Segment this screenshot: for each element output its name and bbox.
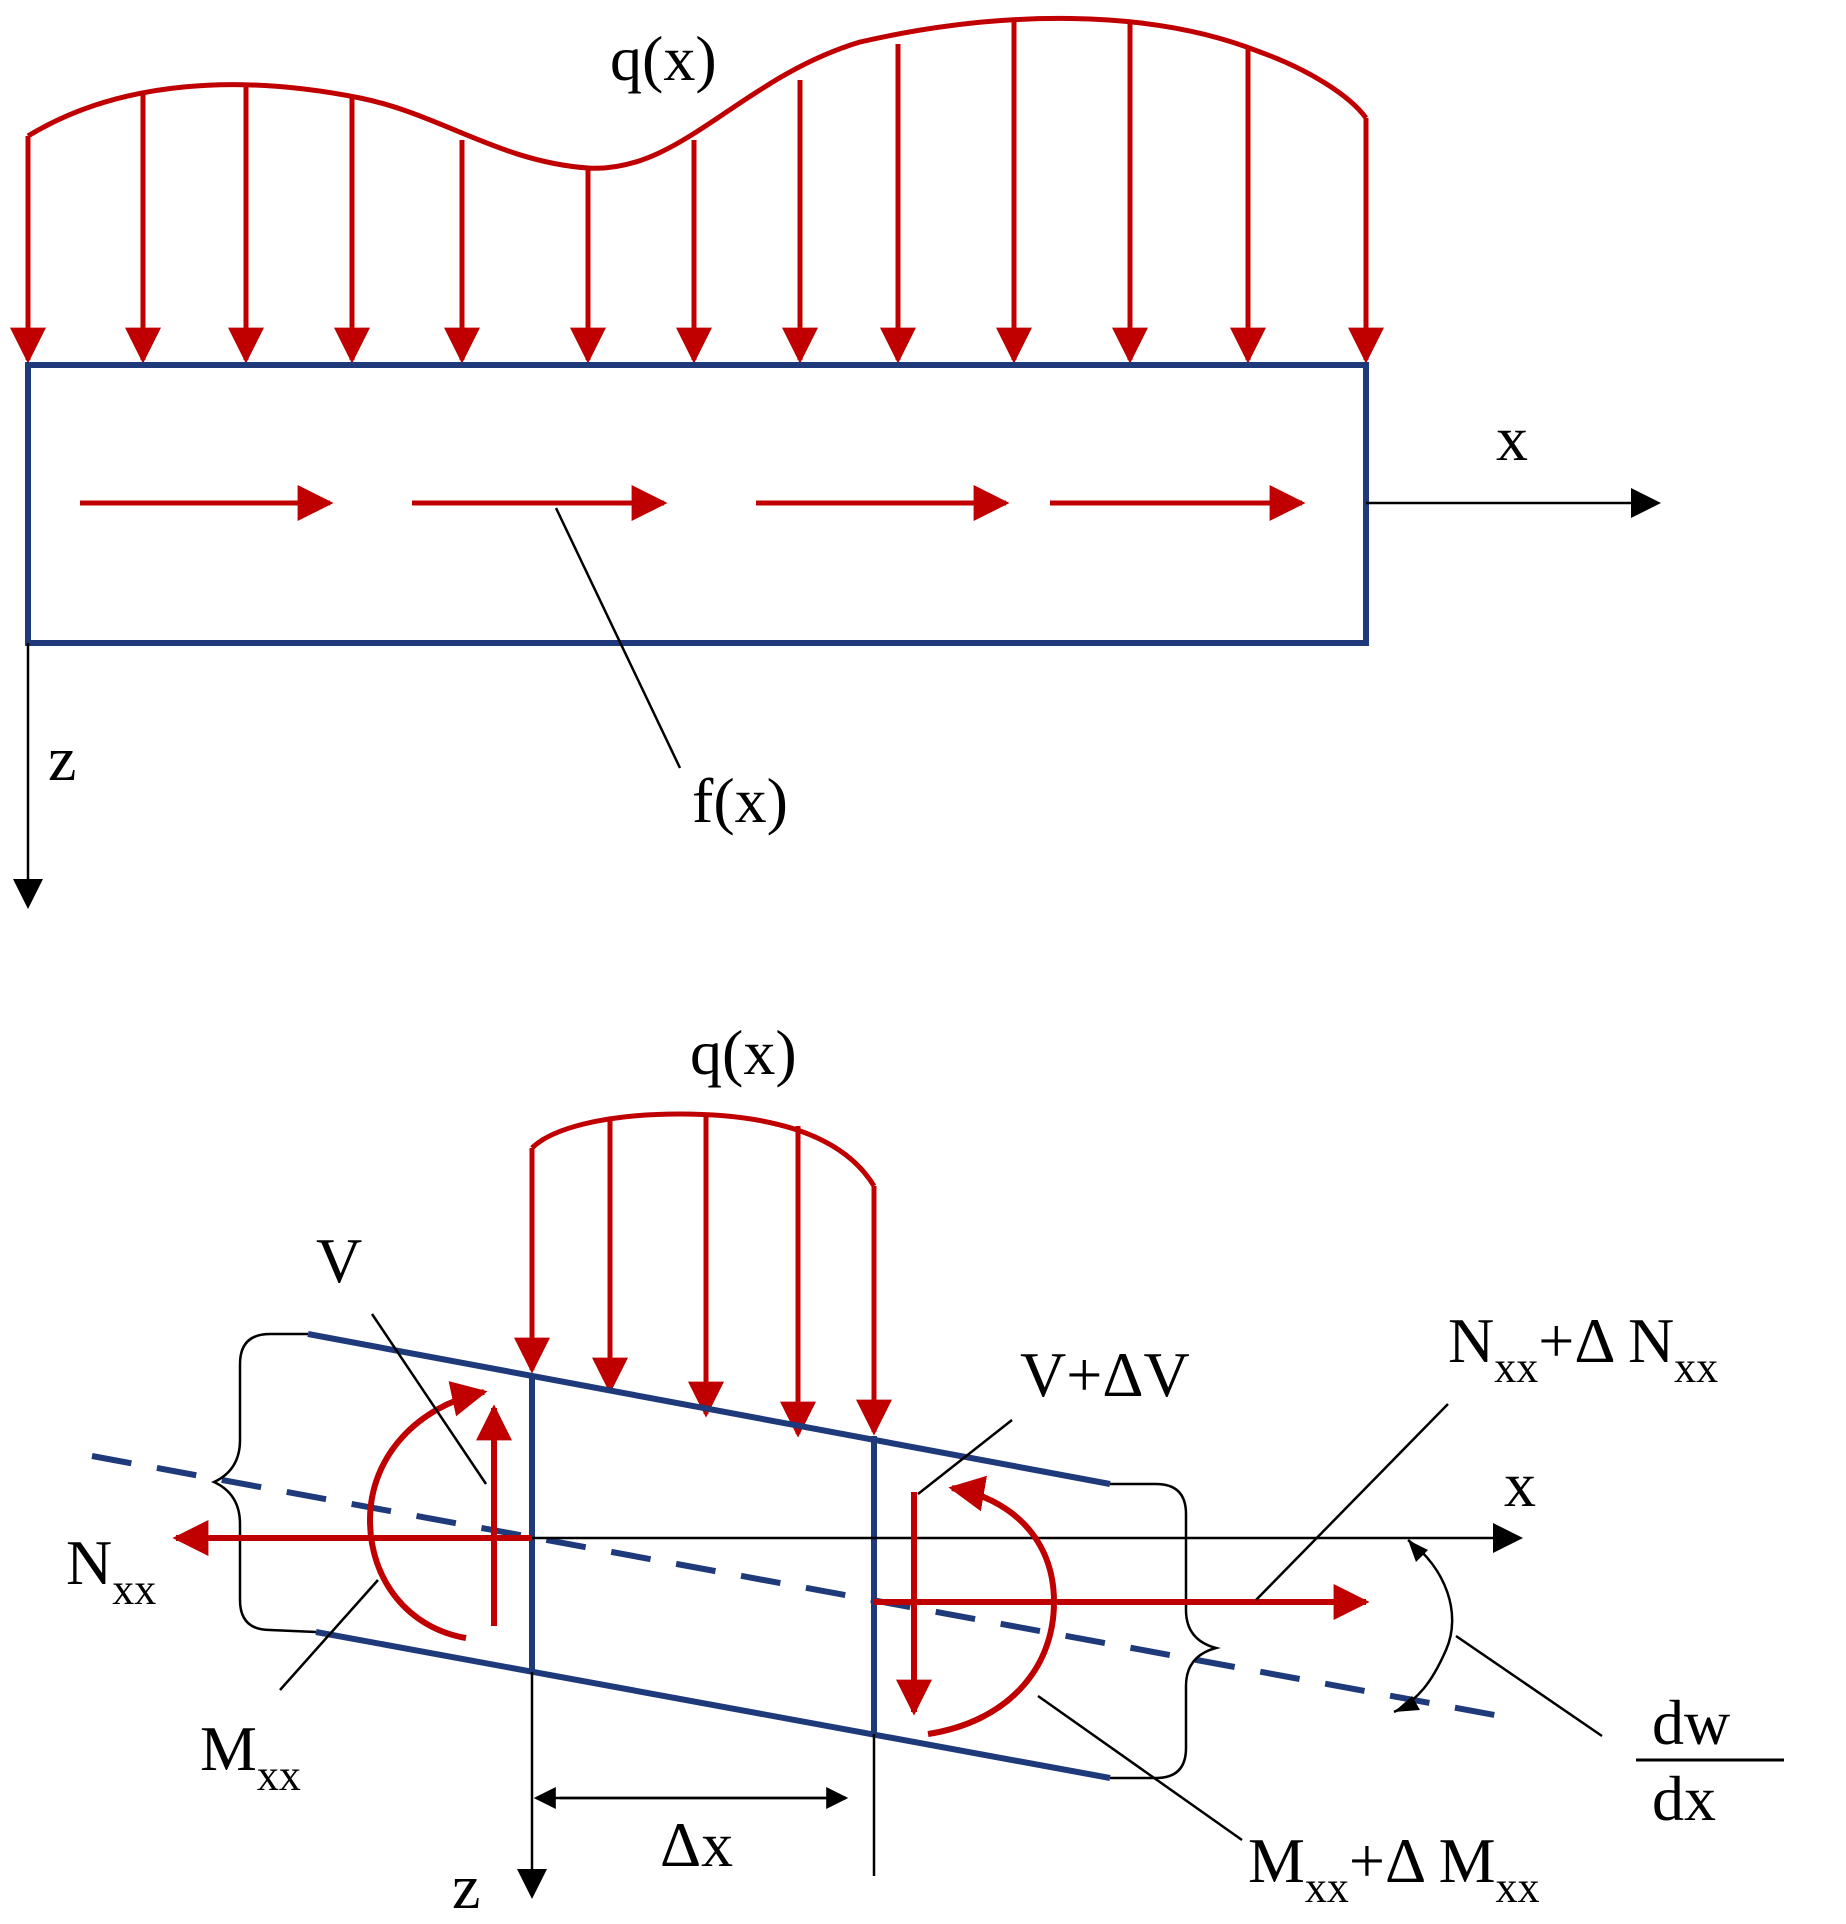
slope-arc-head-bottom [1394, 1696, 1420, 1712]
axial-right-sub1: xx [1494, 1343, 1538, 1392]
slope-arc-head-top [1408, 1540, 1428, 1562]
slope-numerator: dw [1652, 1687, 1730, 1758]
bottom-z-axis-label: z [452, 1851, 480, 1922]
leader-axial-right [1255, 1403, 1449, 1601]
bottom-load-curve [530, 1111, 877, 1188]
moment-left [366, 1381, 488, 1641]
leader-shear-left [370, 1313, 488, 1485]
axial-right-mid: +Δ N [1538, 1305, 1674, 1376]
moment-right-main1: M [1248, 1825, 1305, 1896]
bottom-figure: q(x) V V+ΔV Nxx Nxx+Δ Nxx Mxx Mxx+Δ Mxx … [66, 1017, 1784, 1922]
leader-shear-right [917, 1419, 1013, 1495]
moment-left-sub: xx [257, 1751, 301, 1800]
moment-left-label: Mxx [200, 1713, 301, 1800]
moment-right-mid: +Δ M [1349, 1825, 1496, 1896]
moment-right [927, 1475, 1058, 1737]
shear-left-label: V [316, 1225, 362, 1296]
leader-lines [279, 1313, 1603, 1842]
top-x-axis-label: x [1496, 403, 1528, 474]
leader-slope [1455, 1634, 1603, 1738]
top-load-curve [26, 15, 1369, 171]
element-bottom-edge [315, 1629, 1111, 1781]
moment-left-main: M [200, 1713, 257, 1784]
bottom-load-arrows [514, 1114, 892, 1438]
slope-angle-arc [1393, 1538, 1454, 1714]
top-load-label: q(x) [610, 23, 717, 94]
top-figure: q(x) x z f(x) [10, 15, 1661, 909]
right-brace [1110, 1482, 1221, 1780]
bottom-x-axis-label: x [1504, 1449, 1536, 1520]
axial-right-sub2: xx [1674, 1343, 1718, 1392]
moment-right-sub2: xx [1496, 1863, 1540, 1912]
axial-left-label: Nxx [66, 1527, 156, 1614]
neutral-axis [91, 1453, 1501, 1719]
dx-label: Δx [660, 1809, 733, 1880]
axial-right-label: Nxx+Δ Nxx [1448, 1305, 1718, 1392]
axial-left-main: N [66, 1527, 112, 1598]
beam-element [91, 1331, 1501, 1781]
bottom-load-label: q(x) [690, 1017, 797, 1088]
leader-moment-left [279, 1579, 379, 1691]
axial-right-main1: N [1448, 1305, 1494, 1376]
slope-denominator: dx [1652, 1763, 1716, 1834]
top-fx-leader [554, 507, 682, 769]
left-brace [211, 1332, 317, 1634]
moment-right-sub1: xx [1305, 1863, 1349, 1912]
axial-left-sub: xx [112, 1565, 156, 1614]
top-z-axis-label: z [48, 723, 76, 794]
shear-right-label: V+ΔV [1020, 1339, 1190, 1410]
top-axial-load-label: f(x) [692, 765, 788, 836]
top-load-arrows [10, 22, 1384, 364]
element-top-edge [307, 1331, 1111, 1487]
moment-right-label: Mxx+Δ Mxx [1248, 1825, 1540, 1912]
leader-moment-right [1037, 1694, 1243, 1842]
